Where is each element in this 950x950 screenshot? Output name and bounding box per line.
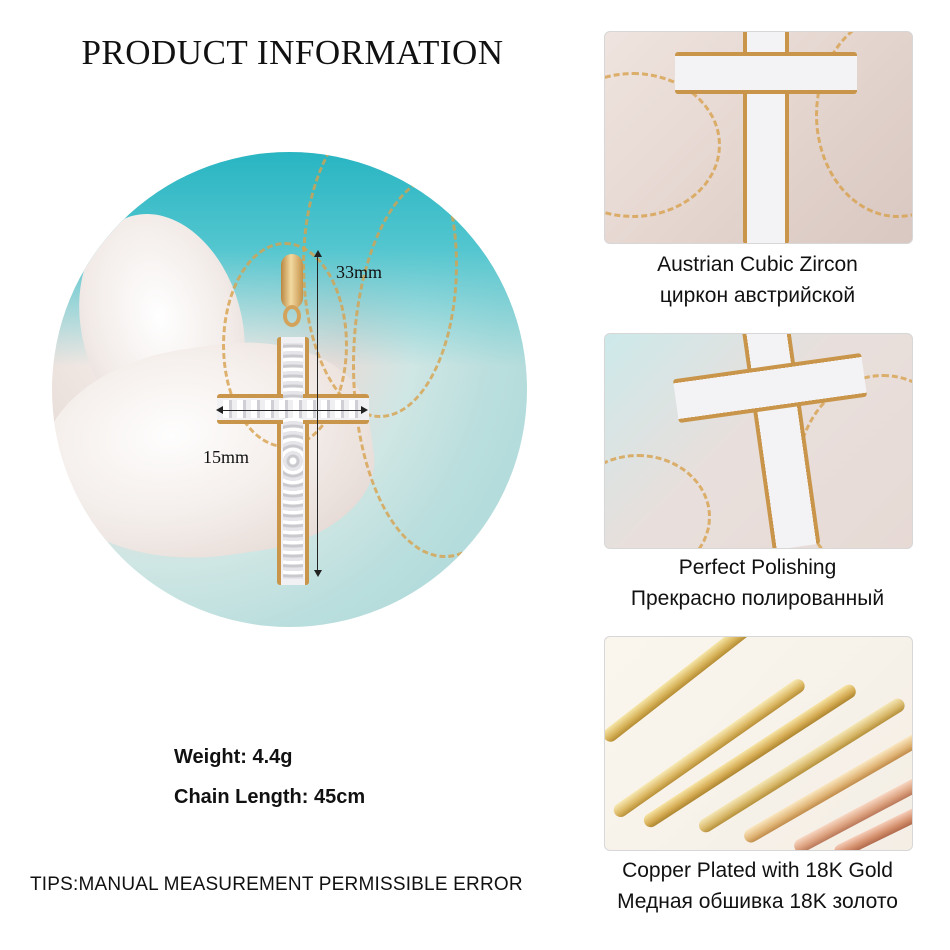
width-label: 15mm — [203, 447, 250, 467]
arrow-left-icon — [216, 406, 223, 414]
cross-zircons-horizontal — [223, 400, 363, 418]
pendant-ring — [283, 305, 301, 327]
feature-caption-en: Perfect Polishing — [678, 556, 837, 579]
polishing-closeup-photo — [604, 333, 913, 549]
feature-caption-ru: Медная обшивка 18K золото — [617, 890, 898, 913]
arrow-down-icon — [314, 570, 322, 577]
feature-caption: Copper Plated with 18K Gold Медная обшив… — [590, 855, 925, 917]
chain-strand — [352, 172, 527, 558]
cross-zircons-vertical — [283, 343, 303, 579]
width-dimension-line — [222, 410, 362, 411]
gold-rods-photo — [604, 636, 913, 851]
zircon-closeup-photo — [604, 31, 913, 244]
gold-rod — [610, 676, 808, 820]
height-label: 33mm — [336, 262, 383, 282]
feature-caption-en: Copper Plated with 18K Gold — [622, 859, 893, 882]
tips-note: TIPS:MANUAL MEASUREMENT PERMISSIBLE ERRO… — [30, 874, 523, 895]
feature-caption-en: Austrian Cubic Zircon — [657, 253, 858, 276]
cross-closeup-horizontal — [675, 52, 857, 94]
feature-caption: Perfect Polishing Прекрасно полированный — [590, 552, 925, 614]
gold-rod — [605, 637, 783, 745]
page-title: PRODUCT INFORMATION — [81, 33, 504, 72]
height-dimension-line — [317, 254, 318, 572]
chain-strand — [605, 454, 711, 548]
pendant-bail — [281, 254, 303, 309]
feature-caption-ru: циркон австрийской — [659, 284, 856, 307]
weight-spec: Weight: 4.4g — [174, 746, 293, 768]
arrow-up-icon — [314, 250, 322, 257]
arrow-right-icon — [361, 406, 368, 414]
feature-caption-ru: Прекрасно полированный — [630, 587, 885, 610]
chain-length-spec: Chain Length: 45cm — [174, 786, 366, 808]
feature-caption: Austrian Cubic Zircon циркон австрийской — [590, 249, 925, 311]
